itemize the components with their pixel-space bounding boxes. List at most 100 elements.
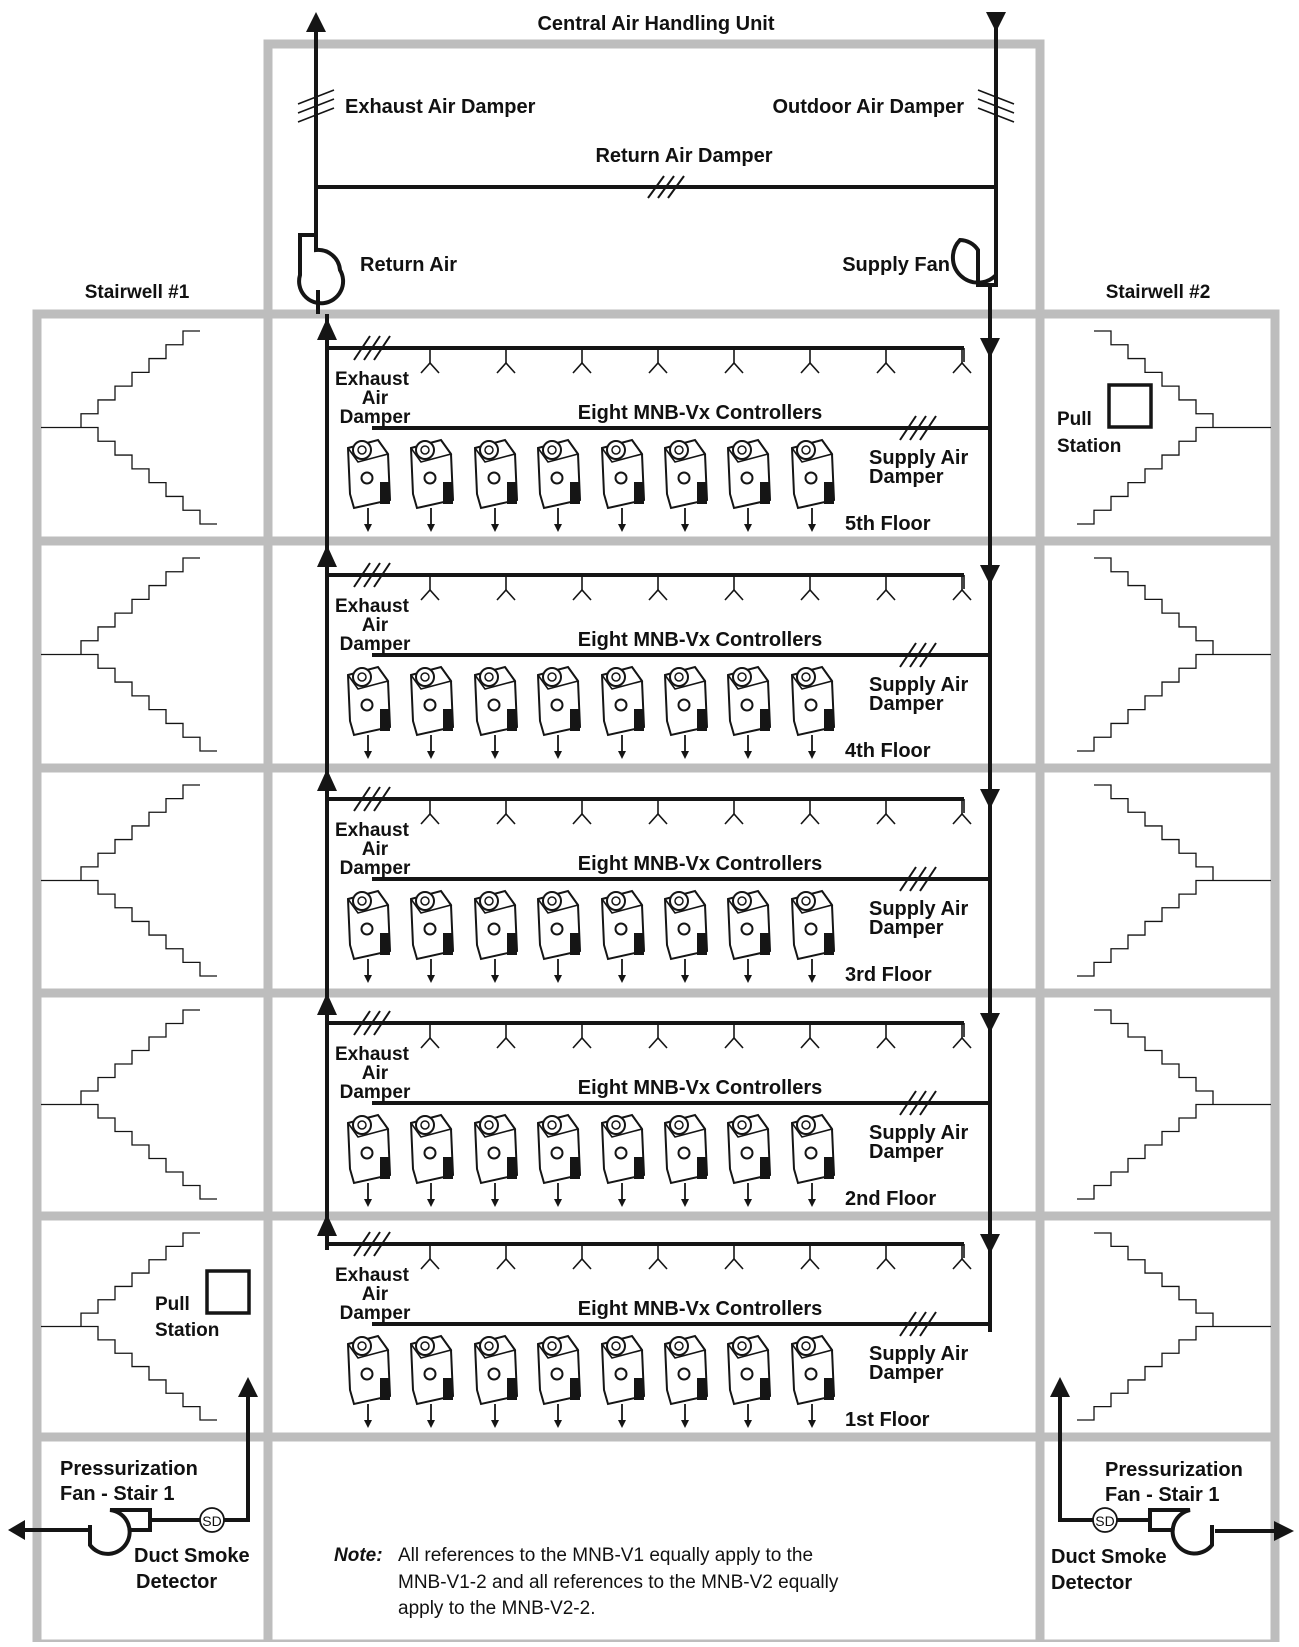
- return-grille-icon: [496, 800, 516, 825]
- stair-left-floor-2: [41, 1009, 217, 1200]
- stair-right-floor-2: [1077, 1009, 1271, 1200]
- controller-icon: [790, 438, 836, 532]
- exhaust-label-line3: Damper: [340, 1303, 411, 1324]
- supply-damper-label-line2: Damper: [869, 693, 944, 715]
- exhaust-label-line3: Damper: [340, 407, 411, 428]
- exhaust-air-damper-label: Exhaust Air Damper: [345, 96, 536, 118]
- pressurization-label-line2: Fan - Stair 1: [1105, 1484, 1219, 1506]
- controller-icon: [663, 889, 709, 983]
- supply-damper-label-line1: Supply Air: [869, 1122, 968, 1144]
- return-grilles: [420, 800, 972, 825]
- controller-icon: [346, 889, 392, 983]
- return-grilles: [420, 576, 972, 601]
- fan-housing: [88, 1508, 152, 1556]
- detector-label-line1: Duct Smoke: [134, 1545, 250, 1567]
- return-grille-icon: [572, 800, 592, 825]
- return-grilles: [420, 1245, 972, 1270]
- return-grille-icon: [572, 1024, 592, 1049]
- supply-damper-label-line2: Damper: [869, 466, 944, 488]
- exhaust-damper-icon: [353, 1010, 391, 1036]
- return-grille-icon: [420, 800, 440, 825]
- return-flow-arrow: [317, 993, 337, 1015]
- controller-icon: [790, 1334, 836, 1428]
- stairwell-2-label: Stairwell #2: [1106, 282, 1211, 303]
- stair-right-floor-1: [1077, 1232, 1271, 1421]
- return-grille-icon: [952, 1024, 972, 1049]
- return-grille-icon: [800, 800, 820, 825]
- exhaust-label-line2: Air: [362, 1284, 389, 1305]
- supply-damper-label-line2: Damper: [869, 1362, 944, 1384]
- stairwell-1-label: Stairwell #1: [85, 282, 190, 303]
- supply-fan-label: Supply Fan: [842, 254, 950, 276]
- controller-icon: [473, 438, 519, 532]
- floor-name-label: 5th Floor: [845, 513, 931, 535]
- stair-left-floor-3: [41, 784, 217, 977]
- controller-icon: [473, 1334, 519, 1428]
- controller-icon: [536, 889, 582, 983]
- return-grille-icon: [724, 576, 744, 601]
- return-grille-icon: [572, 349, 592, 374]
- exhaust-label-line2: Air: [362, 1063, 389, 1084]
- return-damper-icon: [647, 175, 685, 199]
- return-grille-icon: [724, 1245, 744, 1270]
- return-grille-icon: [648, 1245, 668, 1270]
- supply-damper-label-line1: Supply Air: [869, 898, 968, 920]
- controllers-label: Eight MNB-Vx Controllers: [578, 853, 822, 875]
- controller-icon: [600, 665, 646, 759]
- supply-to-stair-duct: [224, 1395, 250, 1522]
- supply-damper-icon: [899, 1311, 937, 1337]
- building-outline: [32, 309, 1280, 1647]
- building-walls: [32, 39, 1280, 1647]
- return-grille-icon: [648, 576, 668, 601]
- controller-icon: [346, 1334, 392, 1428]
- return-grille-icon: [420, 576, 440, 601]
- controller-icon: [536, 1334, 582, 1428]
- supply-arrow: [238, 1377, 258, 1397]
- pull-station-stair-1: Pull Station: [155, 1269, 251, 1341]
- controller-icon: [346, 665, 392, 759]
- stair-right-floor-5: [1077, 330, 1271, 525]
- outdoor-air-damper-label: Outdoor Air Damper: [773, 96, 965, 118]
- exhaust-label-line3: Damper: [340, 634, 411, 655]
- return-grille-icon: [420, 1245, 440, 1270]
- controller-icon: [409, 1334, 455, 1428]
- exhaust-damper-icon: [353, 1231, 391, 1257]
- pull-station-box: [205, 1269, 251, 1315]
- controller-icon: [409, 889, 455, 983]
- pressurization-fan-stair-2: SD Pressurization Fan - Stair 1 Duct Smo…: [1050, 1377, 1294, 1594]
- exhaust-damper-icon: [353, 335, 391, 361]
- note-label: Note:: [334, 1545, 383, 1566]
- controller-icon: [600, 438, 646, 532]
- controller-icon: [726, 1113, 772, 1207]
- controller-icon: [726, 1334, 772, 1428]
- exhaust-damper-icon: [353, 562, 391, 588]
- pull-station-label-line2: Station: [155, 1320, 219, 1341]
- supply-flow-arrow: [980, 1234, 1000, 1254]
- stair-left-floor-4: [41, 557, 217, 752]
- supply-to-stair-duct: [1058, 1395, 1093, 1522]
- exhaust-label-line1: Exhaust: [335, 1265, 410, 1286]
- return-flow-arrow: [317, 545, 337, 567]
- controller-icon: [790, 665, 836, 759]
- return-flow-arrow: [317, 1214, 337, 1236]
- supply-damper-label-line2: Damper: [869, 917, 944, 939]
- return-air-damper-label: Return Air Damper: [595, 145, 772, 167]
- exhaust-label-line1: Exhaust: [335, 1044, 410, 1065]
- supply-arrow: [1050, 1377, 1070, 1397]
- stair-right-floor-3: [1077, 784, 1271, 977]
- footnote: Note: All references to the MNB-V1 equal…: [334, 1545, 839, 1619]
- return-grille-icon: [876, 1245, 896, 1270]
- controller-icon: [790, 1113, 836, 1207]
- controller-icon: [409, 1113, 455, 1207]
- stair-steps: [41, 330, 1271, 1421]
- exhaust-label-line1: Exhaust: [335, 820, 410, 841]
- stair-right-floor-4: [1077, 557, 1271, 752]
- outdoor-arrow: [986, 12, 1006, 32]
- floor-name-label: 2nd Floor: [845, 1188, 936, 1210]
- floor-name-label: 4th Floor: [845, 740, 931, 762]
- ahu-ducts: [297, 12, 1015, 314]
- detector-label-line2: Detector: [1051, 1572, 1132, 1594]
